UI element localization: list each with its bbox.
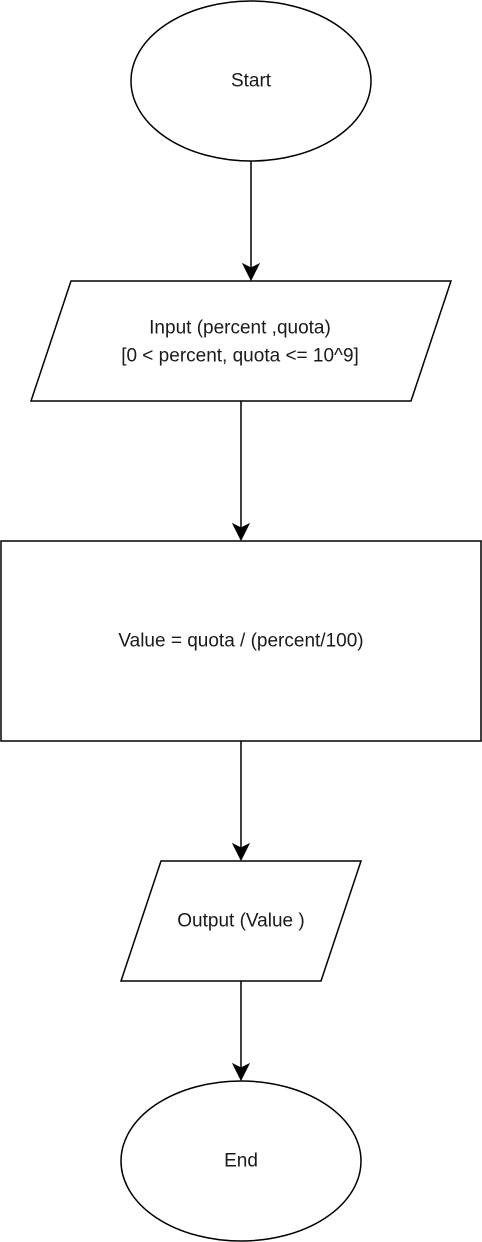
input-parallelogram <box>29 280 453 402</box>
end-ellipse <box>120 1080 362 1242</box>
input-label-line2: [0 < percent, quota <= 10^9] <box>121 346 359 367</box>
output-label: Output (Value ) <box>177 911 304 932</box>
output-parallelogram <box>119 860 363 982</box>
end-label: End <box>224 1151 258 1172</box>
output-node: Output (Value ) <box>119 860 363 982</box>
process-rect <box>0 540 482 742</box>
edge-start-to-input <box>241 161 261 282</box>
input-node: Input (percent ,quota) [0 < percent, quo… <box>29 280 453 402</box>
start-label: Start <box>231 71 272 92</box>
start-node: Start <box>130 0 372 162</box>
input-label-line1: Input (percent ,quota) <box>149 318 331 339</box>
arrowhead-icon <box>241 262 261 282</box>
arrowhead-icon <box>231 1062 251 1082</box>
arrowhead-icon <box>231 522 251 542</box>
end-node: End <box>120 1080 362 1242</box>
edge-process-to-output <box>231 741 251 862</box>
edge-input-to-process <box>231 401 251 542</box>
arrowhead-icon <box>231 842 251 862</box>
process-label: Value = quota / (percent/100) <box>118 631 363 652</box>
process-node: Value = quota / (percent/100) <box>0 540 482 742</box>
edge-output-to-end <box>231 981 251 1082</box>
